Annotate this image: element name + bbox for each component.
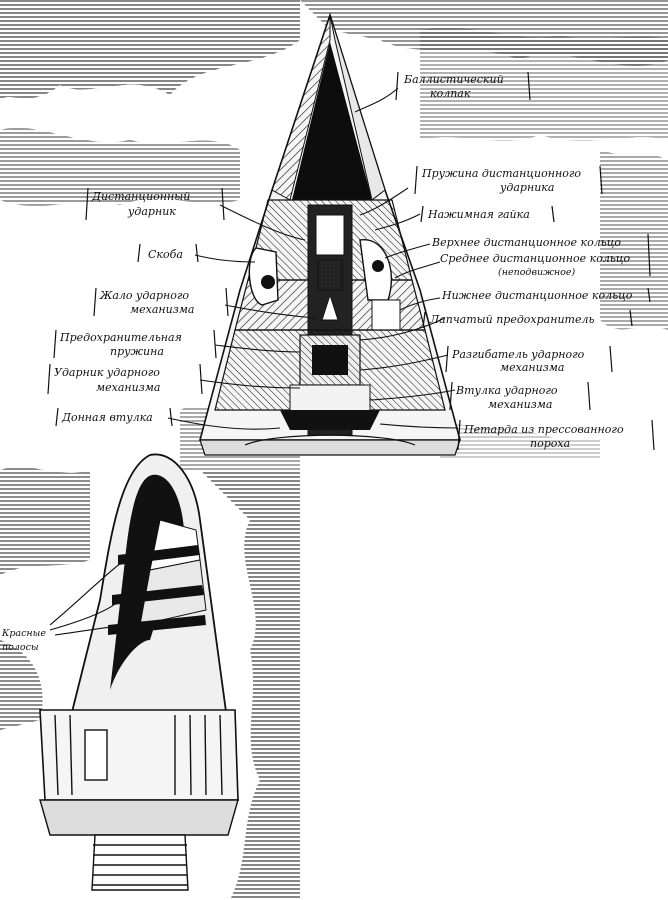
- label-safety-spring-1: Предохранительная: [59, 331, 182, 344]
- label-spring-1: Пружина дистанционного: [421, 167, 581, 180]
- label-bracket: Скоба: [148, 248, 183, 261]
- label-time-striker-1: Дистанционный: [91, 190, 190, 203]
- leader-lines: [49, 87, 459, 636]
- label-breaker-1: Разгибатель ударного: [451, 348, 585, 361]
- label-impact-striker-2: механизма: [96, 381, 160, 394]
- label-middle-ring-2: (неподвижное): [498, 267, 575, 278]
- label-middle-ring-1: Среднее дистанционное кольцо: [440, 252, 631, 265]
- label-mech-sleeve-1: Втулка ударного: [455, 384, 558, 397]
- label-breaker-2: механизма: [500, 361, 564, 374]
- blank-panel: [300, 460, 668, 900]
- label-sting-1: Жало ударного: [99, 289, 189, 302]
- label-upper-ring: Верхнее дистанционное кольцо: [431, 236, 621, 249]
- label-press-nut: Нажимная гайка: [427, 208, 530, 221]
- label-leaf-safety: Лапчатый предохранитель: [429, 313, 595, 326]
- label-ballistic-cap-1: Баллистический: [403, 73, 504, 86]
- label-time-striker-2: ударник: [127, 205, 176, 218]
- label-petard-1: Петарда из прессованного: [463, 423, 624, 436]
- label-ballistic-cap-2: колпак: [430, 87, 471, 100]
- label-sting-2: механизма: [130, 303, 194, 316]
- label-spring-2: ударника: [499, 181, 554, 194]
- label-lower-ring: Нижнее дистанционное кольцо: [441, 289, 633, 302]
- label-safety-spring-2: пружина: [110, 345, 164, 358]
- label-base-sleeve: Донная втулка: [61, 411, 153, 424]
- fuze-cutaway: [198, 12, 462, 456]
- label-red-bands-2: полосы: [2, 642, 39, 653]
- label-red-bands-1: Красные: [1, 628, 46, 639]
- fuze-exterior: [39, 453, 240, 891]
- label-brackets: [47, 71, 655, 451]
- label-impact-striker-1: Ударник ударного: [54, 366, 160, 379]
- label-mech-sleeve-2: механизма: [488, 398, 552, 411]
- label-petard-2: пороха: [530, 437, 570, 450]
